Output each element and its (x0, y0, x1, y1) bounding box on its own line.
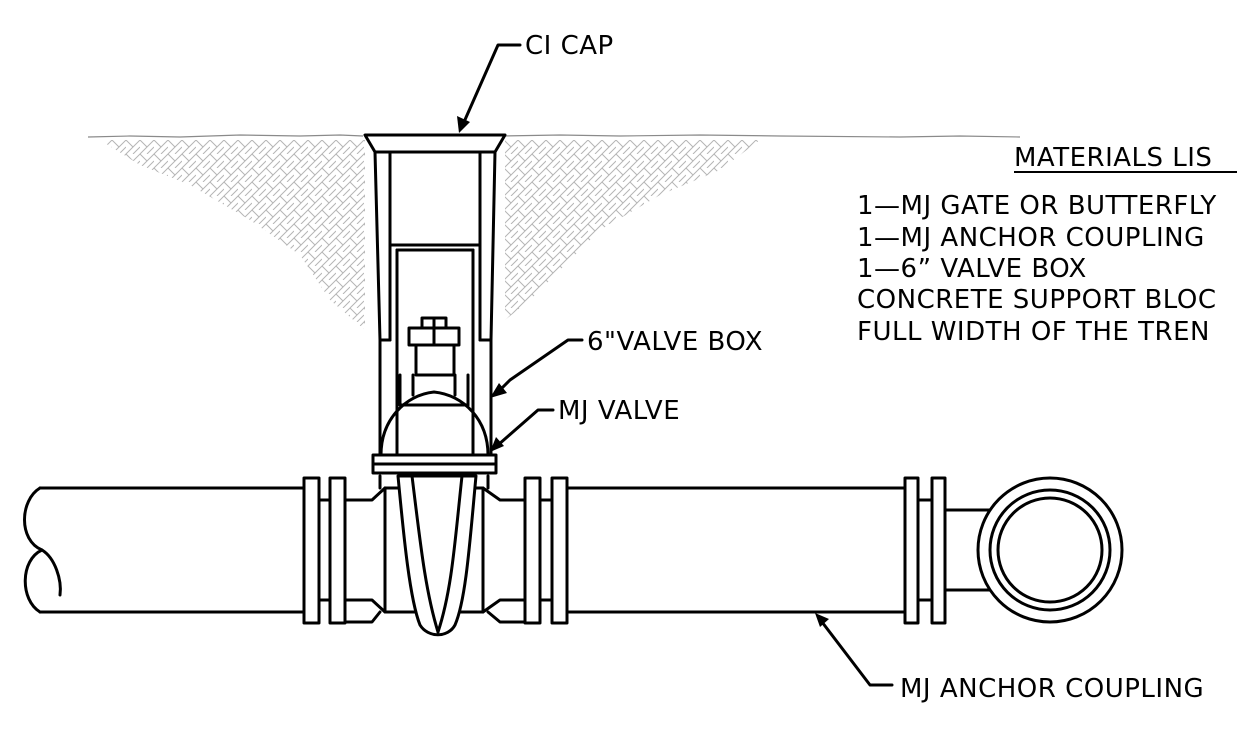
valve-body (343, 474, 527, 637)
valve-box (363, 133, 507, 457)
ci-cap-label: CI CAP (525, 31, 614, 61)
mj-anchor-coupling-label: MJ ANCHOR COUPLING (900, 674, 1204, 704)
materials-item: 1—6” VALVE BOX (857, 254, 1087, 284)
valve-box-label: 6"VALVE BOX (587, 327, 763, 357)
mj-valve-label: MJ VALVE (558, 396, 680, 426)
left-flange (302, 476, 347, 625)
materials-item: 1—MJ GATE OR BUTTERFLY (857, 191, 1217, 221)
leaders (457, 43, 894, 687)
anchor-coupling (903, 476, 1124, 625)
materials-title: MATERIALS LIS (1014, 143, 1212, 173)
materials-item: 1—MJ ANCHOR COUPLING (857, 223, 1205, 253)
materials-list: MATERIALS LIS 1—MJ GATE OR BUTTERFLY 1—M… (857, 143, 1237, 347)
materials-item: FULL WIDTH OF THE TREN (857, 317, 1210, 347)
right-valve-flange (523, 476, 569, 625)
materials-item: CONCRETE SUPPORT BLOC (857, 285, 1216, 315)
main-pipe (23, 486, 1002, 614)
valve-bonnet (371, 316, 498, 475)
ground-line (87, 134, 1021, 138)
soil-hatch (100, 140, 760, 330)
